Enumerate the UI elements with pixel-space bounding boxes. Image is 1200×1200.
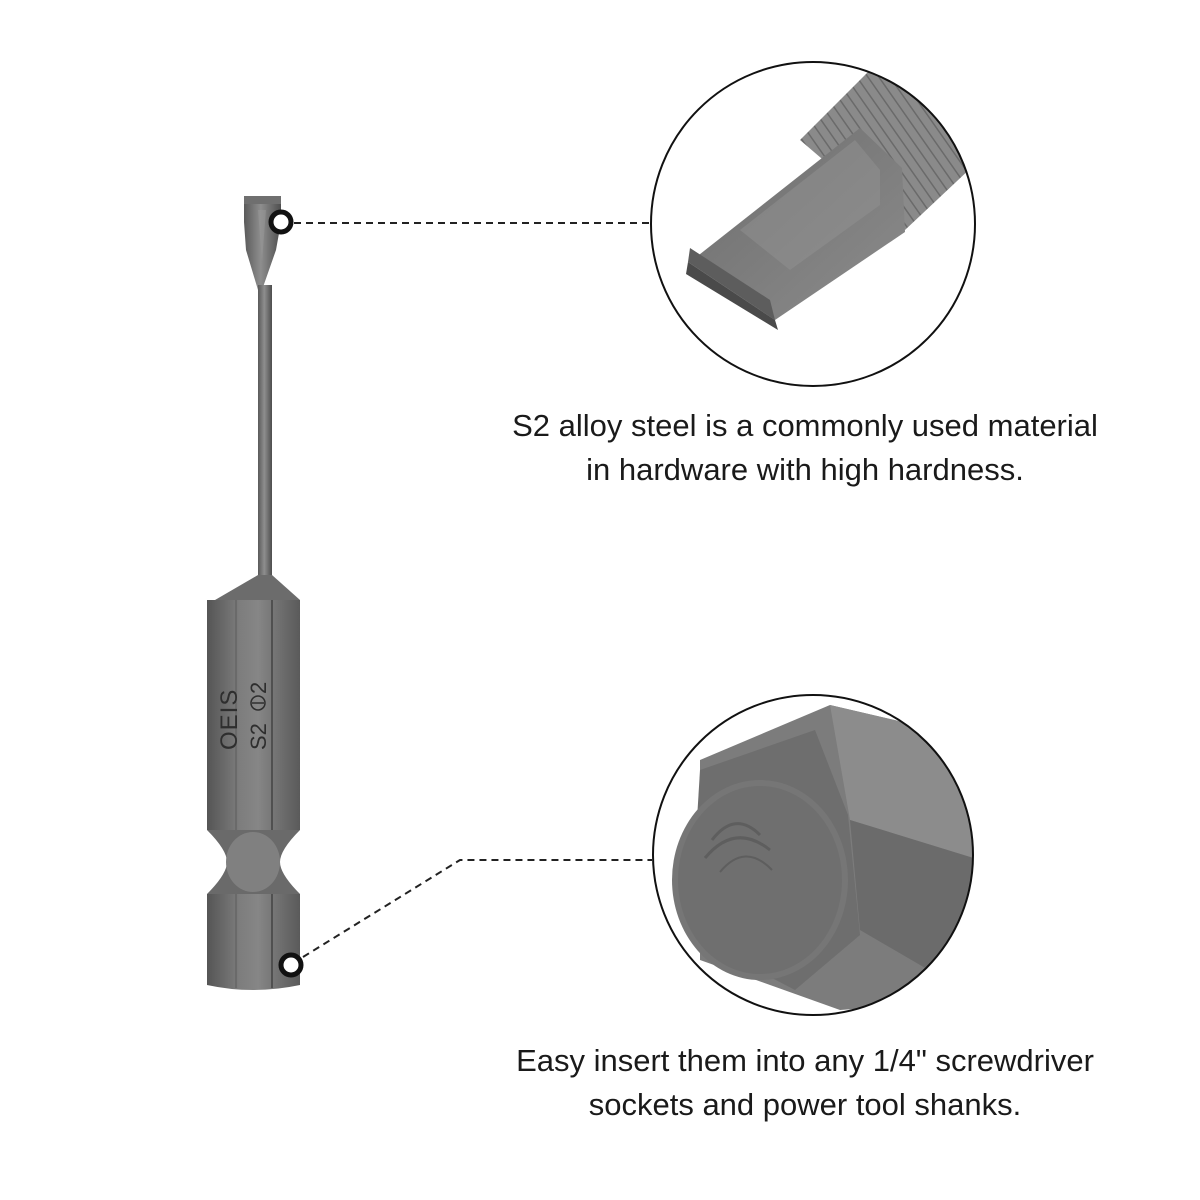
tip-caption-line-1: S2 alloy steel is a commonly used materi… [512, 408, 1098, 443]
tip-marker-dot [268, 209, 294, 235]
engraving-size: 2 [246, 682, 271, 694]
shank-caption-line-2: sockets and power tool shanks. [588, 1087, 1022, 1122]
tip-closeup-frame [650, 61, 976, 387]
hex-closeup-frame [652, 694, 974, 1016]
engraving-slot-icon [250, 695, 266, 711]
engraving-brand: OEIS [216, 689, 243, 750]
hex-closeup [652, 694, 974, 1016]
bit-tip-face [244, 196, 281, 204]
engraving-material: S2 [246, 723, 271, 750]
bit-hex-body [207, 600, 300, 830]
bit-hex-end [207, 894, 300, 990]
shank-caption: Easy insert them into any 1/4" screwdriv… [470, 1039, 1140, 1127]
tip-caption: S2 alloy steel is a commonly used materi… [470, 404, 1140, 492]
tip-caption-line-2: in hardware with high hardness. [586, 452, 1024, 487]
shank-leader-line [302, 859, 652, 958]
shank-marker-dot [278, 952, 304, 978]
shank-caption-line-1: Easy insert them into any 1/4" screwdriv… [516, 1043, 1094, 1078]
tip-closeup [650, 61, 976, 387]
bit-shaft [258, 285, 272, 583]
bit-collar [215, 575, 300, 600]
screwdriver-bit: OEIS S2 2 [207, 196, 300, 990]
